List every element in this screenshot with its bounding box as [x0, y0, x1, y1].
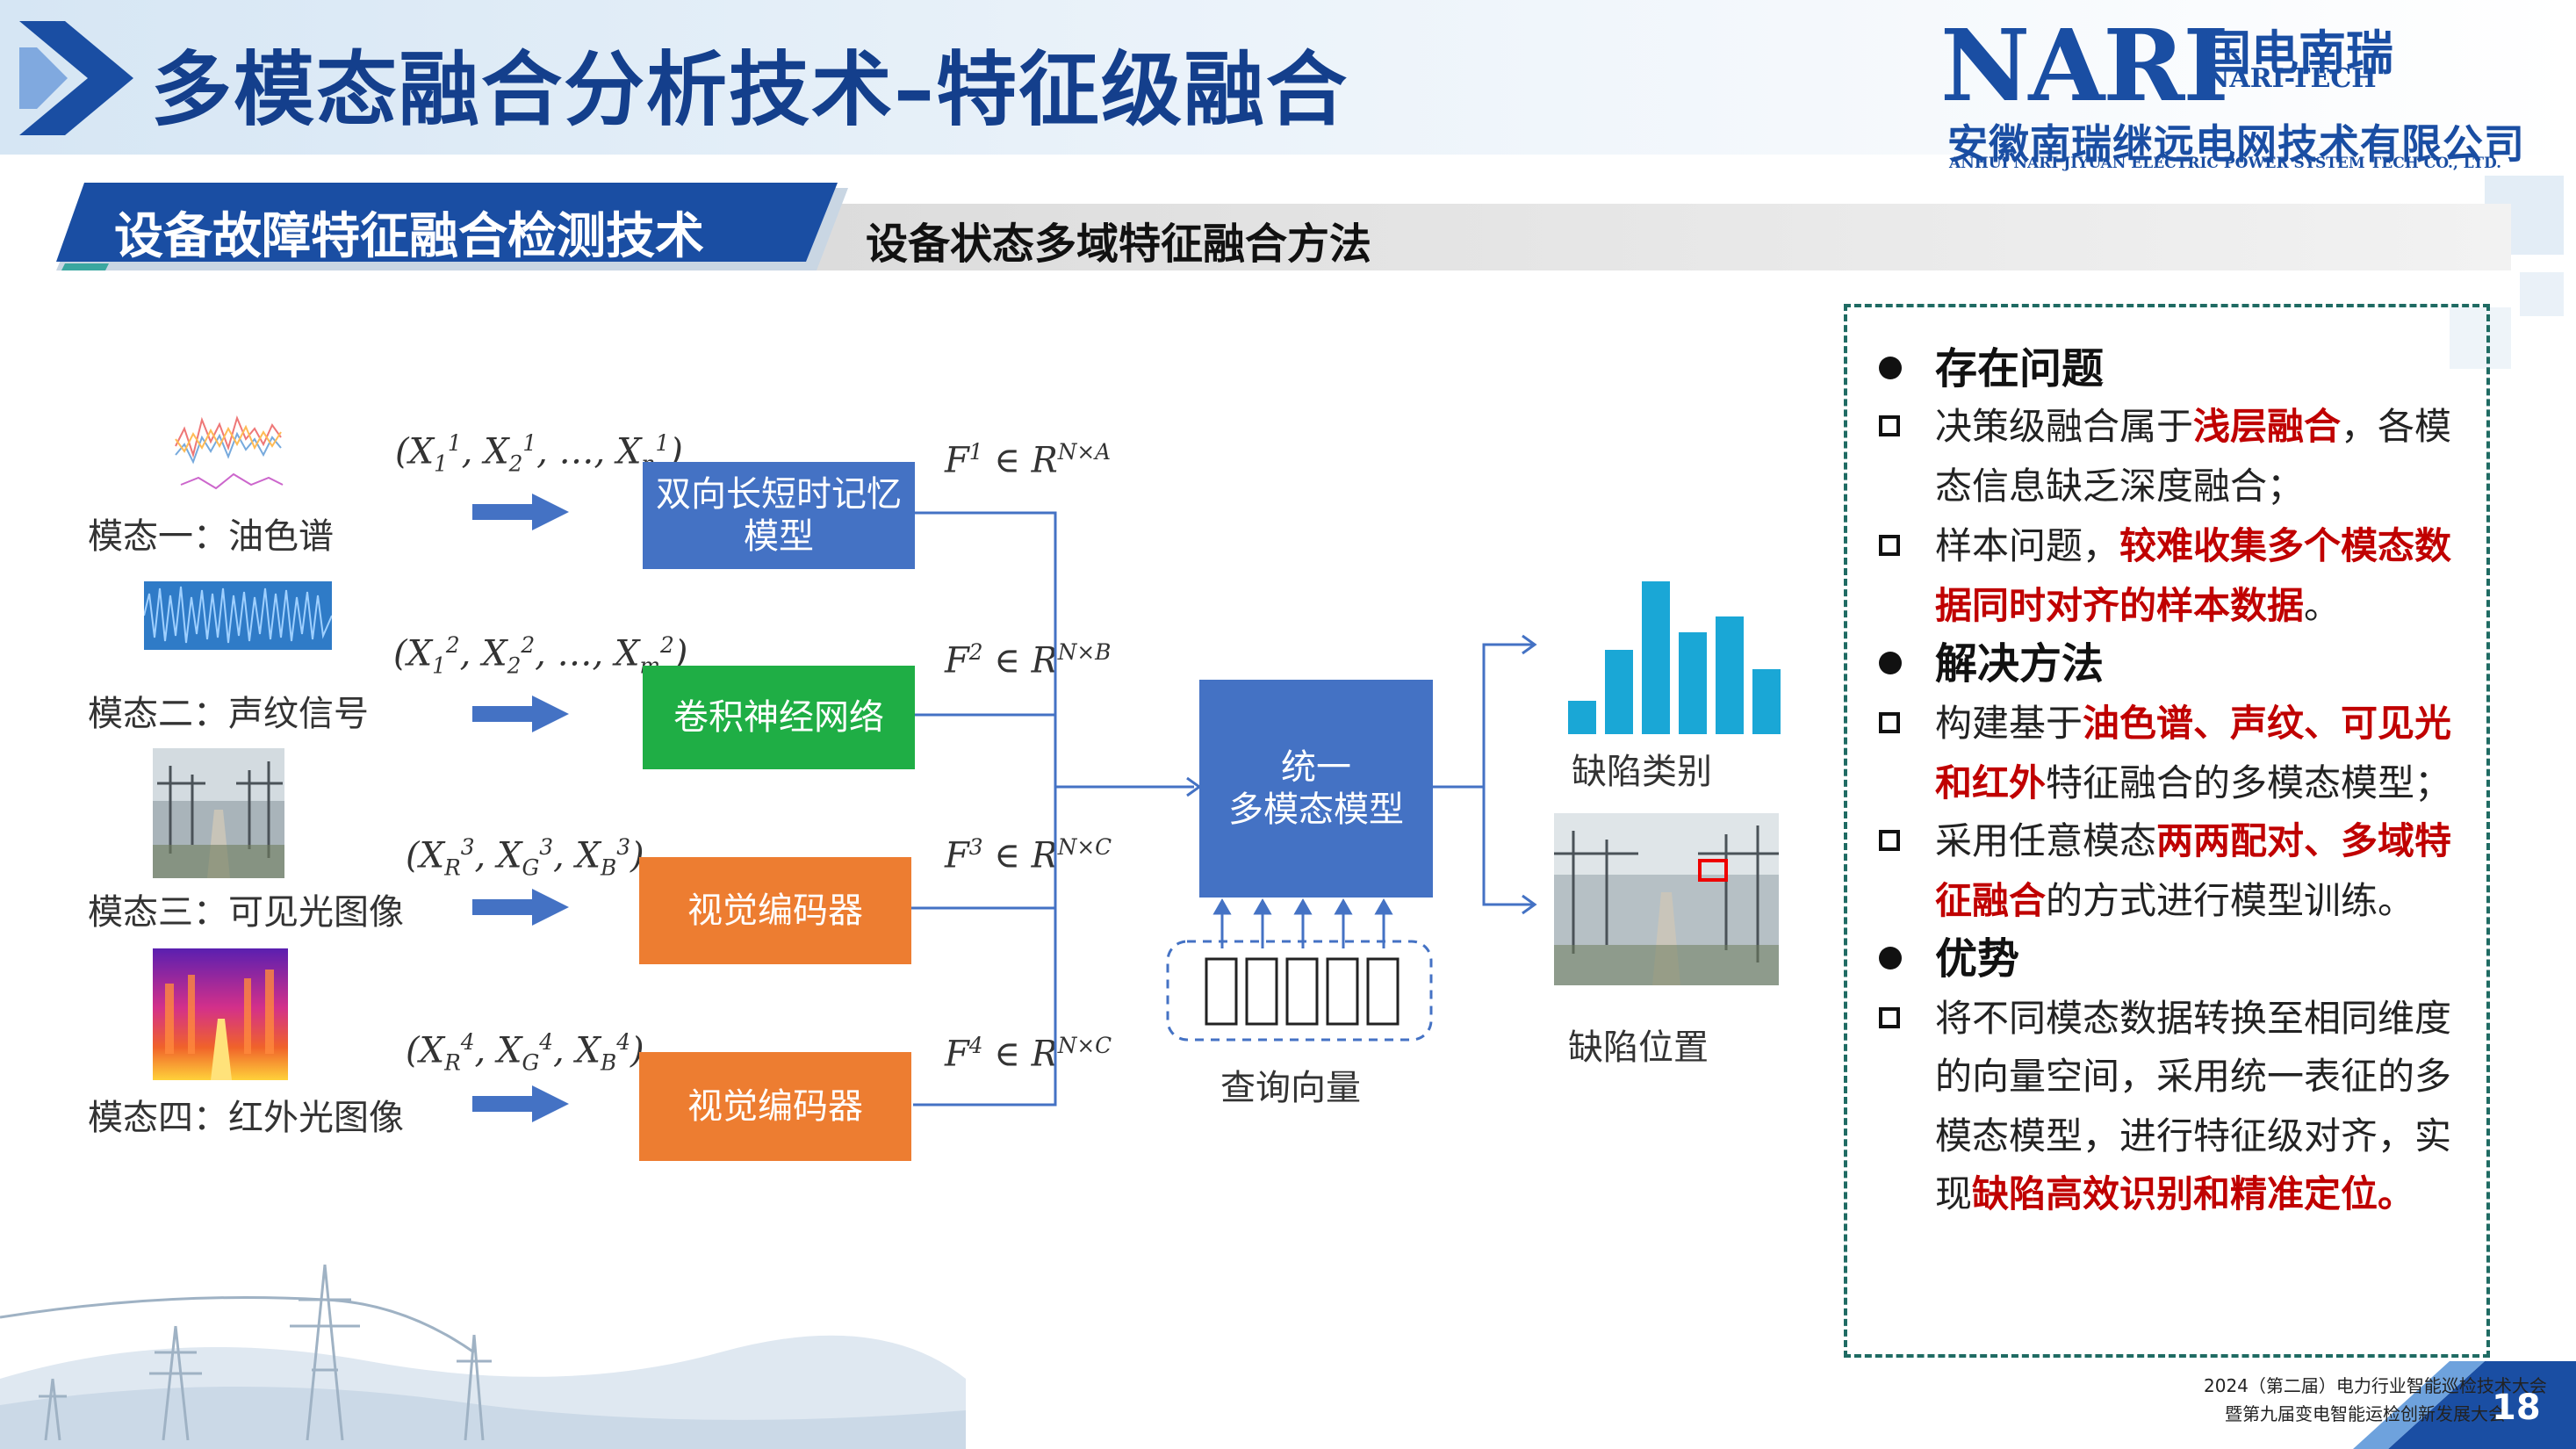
checkbox-square-icon	[1879, 1006, 1900, 1028]
nari-logo: NARI	[1940, 9, 2229, 124]
company-name-en: ANHUI NARI JIYUAN ELECTRIC POWER SYSTEM …	[1949, 155, 2502, 172]
problem-1-line-1: 决策级融合属于浅层融合，各模	[1879, 397, 2451, 451]
decorative-squares	[2450, 176, 2564, 369]
header-band	[0, 0, 2576, 155]
advantage-line-3: 模态模型，进行特征级对齐，实	[1935, 1114, 2452, 1157]
nari-logo-cn: 国电南瑞	[2204, 25, 2393, 81]
advantage-line-4: 现缺陷高效识别和精准定位。	[1935, 1172, 2415, 1215]
arrow-1	[472, 504, 534, 520]
modality-label-oil: 模态一：油色谱	[88, 516, 334, 557]
feature-4: F4 ∈ RN×C	[945, 1033, 1112, 1075]
model-box-visual-encoder-2: 视觉编码器	[639, 1052, 911, 1161]
defect-class-bars-icon	[1568, 581, 1781, 734]
defect-class-label: 缺陷类别	[1572, 752, 1712, 792]
model-box-visual-encoder-1: 视觉编码器	[639, 857, 911, 964]
page-number: 18	[2492, 1388, 2541, 1428]
input-seq-2: (X12, X22, …, Xm2)	[393, 632, 688, 679]
checkbox-square-icon	[1879, 829, 1900, 851]
subsection-bar	[808, 204, 2511, 270]
subsection-title: 设备状态多域特征融合方法	[866, 220, 1372, 269]
modality-label-infrared: 模态四：红外光图像	[88, 1098, 404, 1138]
infrared-image-thumbnail	[153, 948, 288, 1080]
feature-1: F1 ∈ RN×A	[945, 439, 1112, 481]
modality-label-visible: 模态三：可见光图像	[88, 892, 404, 933]
oil-chromatogram-thumbnail	[175, 415, 284, 490]
unified-multimodal-model-box: 统一 多模态模型	[1199, 680, 1433, 898]
checkbox-square-icon	[1879, 534, 1900, 556]
advantage-heading: 优势	[1879, 924, 2019, 985]
query-vector-box	[1166, 940, 1433, 1042]
conference-name-line-1: 2024（第二届）电力行业智能巡检技术大会	[2204, 1375, 2547, 1396]
solution-2-line-1: 采用任意模态两两配对、多域特	[1879, 811, 2451, 865]
model-box-bilstm: 双向长短时记忆模型	[643, 462, 915, 569]
defect-position-image	[1554, 813, 1779, 985]
arrow-2	[472, 706, 534, 722]
defect-position-label: 缺陷位置	[1568, 1027, 1709, 1068]
defect-marker	[1698, 859, 1728, 882]
modality-label-voiceprint: 模态二：声纹信号	[88, 694, 369, 734]
input-seq-4: (XR4, XG4, XB4)	[406, 1029, 644, 1076]
footer-corner-shape	[2353, 1361, 2576, 1449]
power-tower-landscape	[0, 1264, 966, 1449]
feature-3: F3 ∈ RN×C	[945, 834, 1112, 876]
solution-1-line-2: 和红外特征融合的多模态模型；	[1935, 761, 2452, 804]
section-tab-label: 设备故障特征融合检测技术	[114, 208, 704, 265]
page-title: 多模态融合分析技术–特征级融合	[151, 43, 1349, 137]
feature-2: F2 ∈ RN×B	[945, 639, 1112, 681]
query-vector-label: 查询向量	[1220, 1068, 1361, 1108]
bullet-dot-icon	[1879, 357, 1902, 379]
chevron-logo-icon	[19, 21, 133, 135]
problems-heading: 存在问题	[1879, 334, 2104, 395]
nari-logo-tech: NARI-TECH	[2205, 63, 2377, 94]
company-name: 安徽南瑞继远电网技术有限公司	[1947, 120, 2525, 168]
input-seq-3: (XR3, XG3, XB3)	[406, 834, 644, 881]
solution-1-line-1: 构建基于油色谱、声纹、可见光	[1879, 694, 2451, 747]
visible-light-image-thumbnail	[153, 748, 284, 878]
info-panel	[1844, 304, 2490, 1358]
advantage-line-1: 将不同模态数据转换至相同维度	[1879, 989, 2451, 1042]
checkbox-square-icon	[1879, 711, 1900, 733]
bullet-dot-icon	[1879, 652, 1902, 674]
model-box-cnn: 卷积神经网络	[643, 666, 915, 769]
section-tab	[56, 183, 848, 270]
problem-2-line-1: 样本问题，较难收集多个模态数	[1879, 516, 2451, 570]
arrow-3	[472, 899, 534, 915]
arrow-4	[472, 1096, 534, 1112]
voiceprint-waveform-thumbnail	[144, 581, 332, 650]
bullet-dot-icon	[1879, 947, 1902, 970]
query-vector-cells	[1205, 957, 1400, 1026]
conference-name-line-2: 暨第九届变电智能运检创新发展大会	[2225, 1403, 2506, 1424]
problem-2-line-2: 据同时对齐的样本数据。	[1935, 584, 2342, 627]
checkbox-square-icon	[1879, 415, 1900, 436]
advantage-line-2: 的向量空间，采用统一表征的多	[1935, 1055, 2452, 1098]
solution-heading: 解决方法	[1879, 629, 2104, 690]
solution-2-line-2: 征融合的方式进行模型训练。	[1935, 879, 2415, 922]
problem-1-line-2: 态信息缺乏深度融合；	[1935, 465, 2305, 508]
